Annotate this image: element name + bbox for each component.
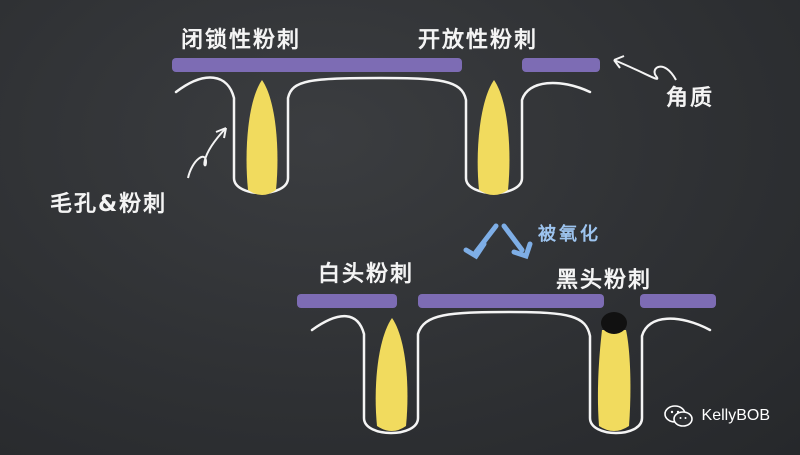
- blackhead-oxidized-tip: [601, 312, 627, 334]
- keratin-pointer-arrow: [613, 59, 677, 81]
- pore-outline-top: [174, 76, 592, 195]
- oxidation-arrows: [463, 223, 533, 260]
- keratin-layer-bottom-middle: [418, 294, 604, 308]
- sebum-plug-closed: [246, 80, 278, 195]
- pore-pointer-arrow: [187, 127, 227, 179]
- sebum-plug-whitehead: [375, 318, 408, 431]
- watermark: KellyBOB: [663, 404, 770, 428]
- pore-arrow-head: [215, 127, 227, 139]
- whitehead-label: 白头粉刺: [318, 262, 415, 287]
- keratin-arrow-head: [613, 55, 625, 69]
- watermark-text: KellyBOB: [701, 407, 770, 424]
- open-comedone-label: 开放性粉刺: [418, 28, 539, 53]
- sebum-plug-open: [477, 80, 510, 195]
- keratin-label: 角质: [666, 86, 715, 111]
- keratin-layer-bottom-left: [297, 294, 397, 308]
- closed-comedone-label: 闭锁性粉刺: [181, 28, 302, 53]
- keratin-layer-top-right: [522, 58, 600, 72]
- pore-outline-bottom: [310, 310, 712, 435]
- keratin-layer-bottom-right: [640, 294, 716, 308]
- keratin-layer-top-left: [172, 58, 462, 72]
- oxidized-label: 被氧化: [538, 224, 601, 245]
- blackhead-label: 黑头粉刺: [556, 268, 653, 293]
- sebum-plug-blackhead: [597, 330, 631, 431]
- pore-and-comedone-label: 毛孔&粉刺: [50, 192, 168, 217]
- wechat-icon: [663, 405, 693, 427]
